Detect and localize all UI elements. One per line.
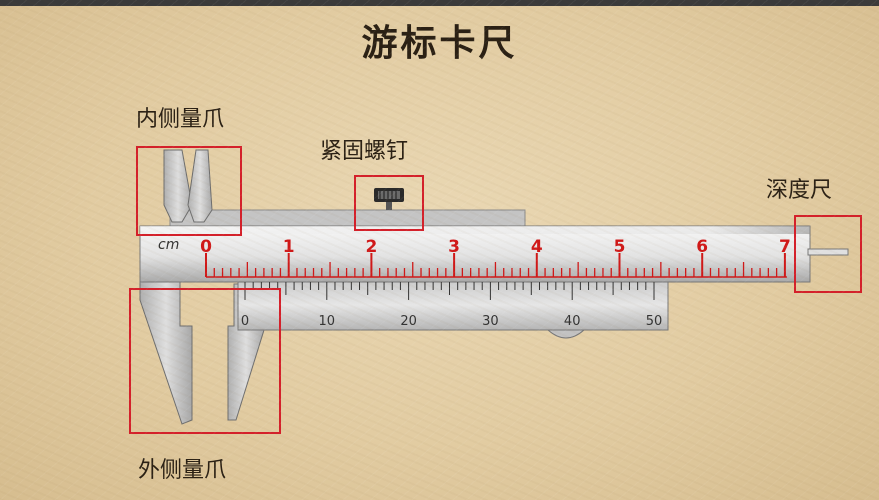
label-inner-jaws: 内侧量爪 — [136, 107, 225, 132]
highlight-lock-screw — [354, 175, 424, 231]
vernier-scale-ticks — [244, 282, 655, 300]
lock-screw-icon — [374, 188, 404, 210]
main-scale-numbers: 0 1 2 3 4 5 6 7 — [200, 237, 791, 257]
highlight-outer-jaws — [129, 288, 281, 434]
main-scale-unit: cm — [158, 237, 180, 253]
main-scale-number: 0 — [200, 237, 212, 257]
inner-jaw-sliding — [187, 149, 213, 223]
diagram-title: 游标卡尺 — [361, 22, 518, 64]
main-scale-number: 4 — [531, 237, 543, 257]
label-outer-jaws: 外侧量爪 — [138, 458, 227, 483]
vernier-scale-number: 20 — [400, 314, 417, 329]
slider-thumb-wheel — [546, 329, 586, 339]
main-scale-number: 1 — [283, 237, 295, 257]
main-beam-sheen — [140, 226, 810, 234]
main-beam — [139, 225, 811, 283]
main-scale-ticks — [205, 253, 787, 278]
label-depth-rod: 深度尺 — [766, 178, 833, 203]
highlight-inner-jaws — [136, 146, 242, 236]
label-lock-screw: 紧固螺钉 — [320, 139, 409, 164]
main-scale-number: 7 — [779, 237, 791, 257]
vernier-scale-numbers: 0 10 20 30 40 50 — [241, 314, 662, 329]
main-scale-number: 3 — [448, 237, 460, 257]
depth-rod — [807, 248, 849, 256]
top-border — [0, 0, 879, 6]
main-scale-number: 5 — [614, 237, 626, 257]
vernier-scale-number: 0 — [241, 314, 249, 329]
main-scale-number: 2 — [365, 237, 377, 257]
vernier-scale-number: 40 — [564, 314, 581, 329]
vernier-scale-number: 30 — [482, 314, 499, 329]
main-scale-number: 6 — [696, 237, 708, 257]
inner-jaw-fixed — [163, 149, 193, 223]
vernier-scale-number: 10 — [319, 314, 336, 329]
highlight-depth-rod — [794, 215, 862, 293]
vernier-scale-number: 50 — [646, 314, 663, 329]
